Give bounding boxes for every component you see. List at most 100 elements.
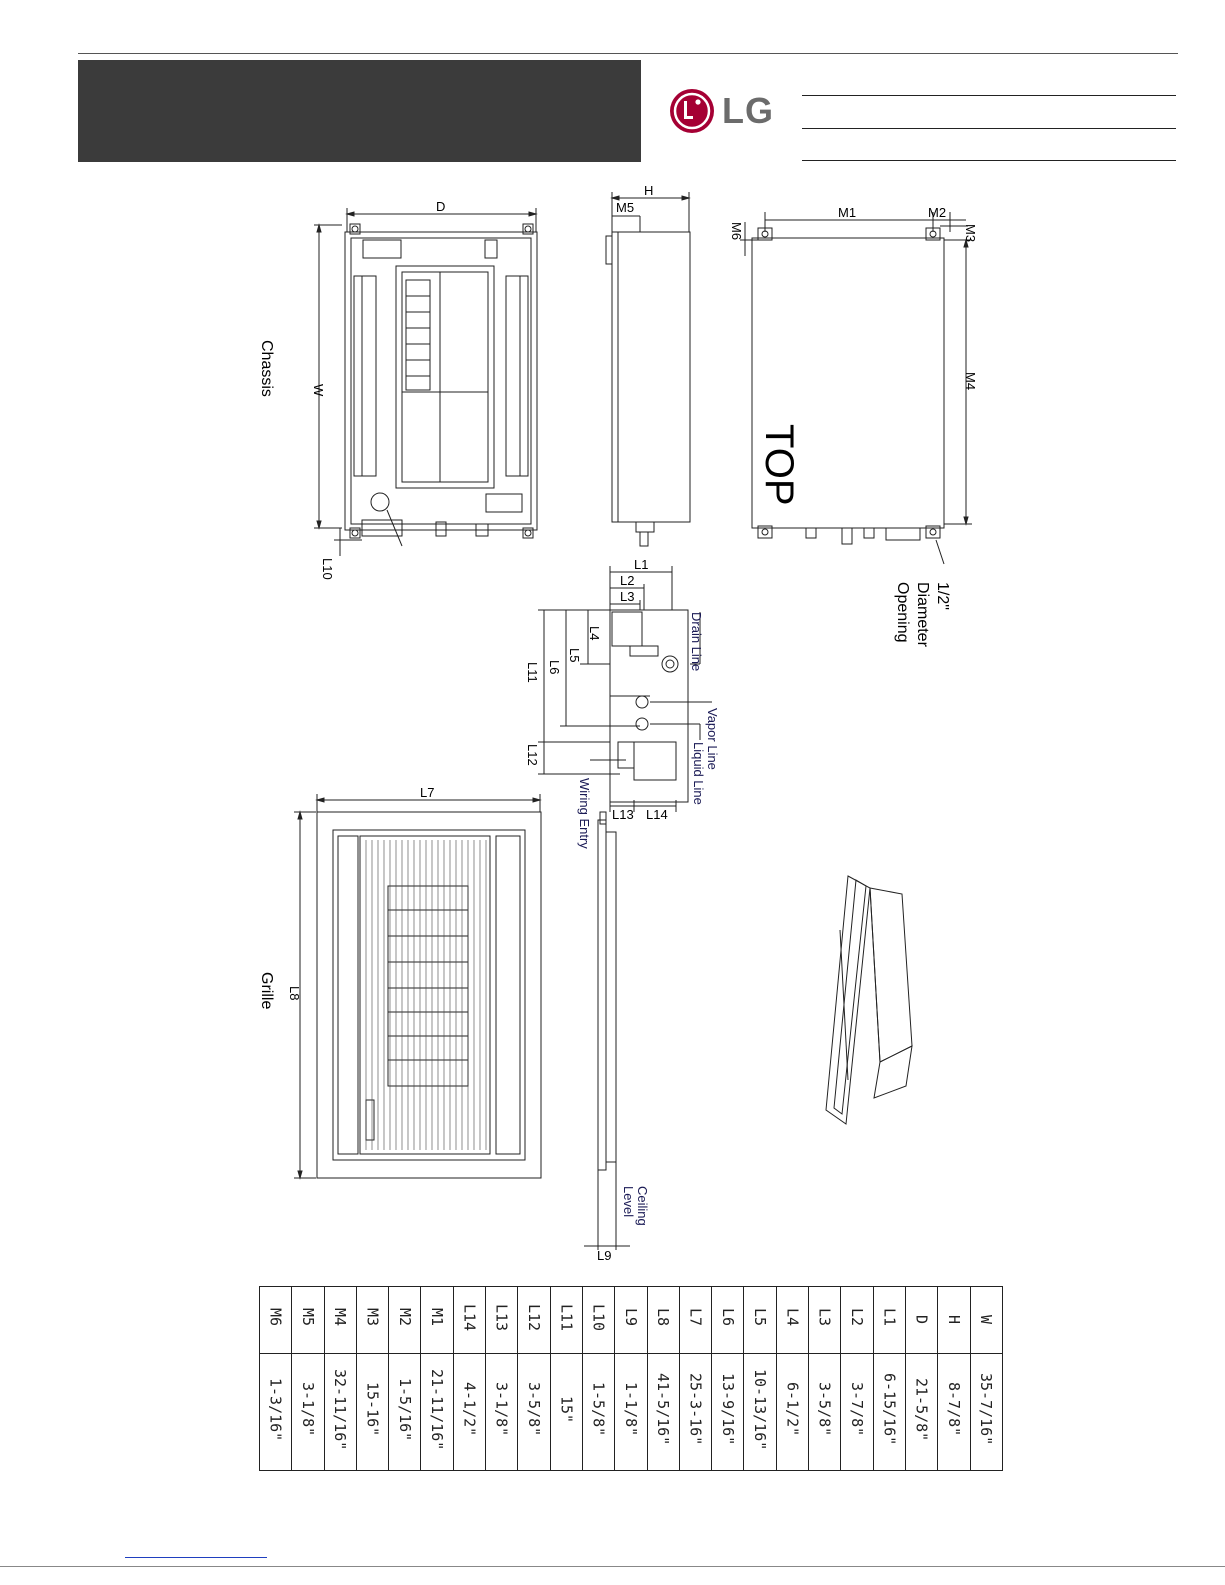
table-cell-key: L6 bbox=[711, 1286, 745, 1354]
table-cell-key: D bbox=[904, 1286, 939, 1354]
table-cell-key: L14 bbox=[452, 1286, 487, 1354]
dimension-key: W bbox=[977, 1314, 996, 1324]
piping-wiring-entry: Wiring Entry bbox=[577, 778, 592, 849]
table-cell-value: 10-13/16" bbox=[743, 1353, 777, 1471]
dim-L8: L8 bbox=[287, 986, 302, 1000]
dimension-key: L6 bbox=[718, 1308, 737, 1327]
dimension-key: L7 bbox=[686, 1308, 705, 1327]
ceiling-line-2: Level bbox=[621, 1186, 636, 1217]
table-cell-key: M4 bbox=[323, 1286, 357, 1354]
dimension-value: 13-9/16" bbox=[718, 1373, 737, 1446]
dimension-value: 1-5/8" bbox=[589, 1382, 608, 1437]
dimension-key: L1 bbox=[880, 1308, 899, 1327]
table-cell-value: 4-1/2" bbox=[452, 1353, 487, 1471]
dimension-value: 21-11/16" bbox=[428, 1368, 447, 1451]
footer-link[interactable] bbox=[125, 1557, 267, 1558]
header-rule bbox=[78, 53, 1178, 54]
dimension-value: 6-15/16" bbox=[880, 1373, 899, 1446]
table-cell-key: M3 bbox=[355, 1286, 390, 1354]
dimension-value: 21-5/8" bbox=[912, 1377, 931, 1442]
dimension-value: 41-5/16" bbox=[654, 1373, 673, 1446]
dimension-value: 3-1/8" bbox=[492, 1382, 511, 1437]
table-cell-key: L2 bbox=[840, 1286, 874, 1354]
dimension-key: L14 bbox=[460, 1303, 479, 1332]
chassis-title: Chassis bbox=[258, 340, 275, 397]
table-cell-value: 21-5/8" bbox=[904, 1353, 939, 1471]
table-cell-value: 35-7/16" bbox=[969, 1353, 1003, 1471]
table-cell-key: W bbox=[969, 1286, 1003, 1354]
dimension-key: L4 bbox=[783, 1308, 802, 1327]
table-cell-key: M6 bbox=[258, 1286, 293, 1354]
dimension-key: M2 bbox=[395, 1308, 414, 1327]
dimension-value: 3-5/8" bbox=[815, 1382, 834, 1437]
table-cell-value: 1-1/8" bbox=[614, 1353, 648, 1471]
dimension-value: 8-7/8" bbox=[944, 1382, 963, 1437]
table-cell-key: L8 bbox=[646, 1286, 680, 1354]
liquid-line-label: Liquid Line bbox=[691, 742, 706, 805]
table-cell-value: 13-9/16" bbox=[711, 1353, 745, 1471]
table-cell-key: L4 bbox=[775, 1286, 810, 1354]
dim-M3: M3 bbox=[963, 224, 978, 242]
table-cell-value: 25-3-16" bbox=[678, 1353, 713, 1471]
dim-M5: M5 bbox=[616, 200, 634, 215]
dimension-value: 1-1/8" bbox=[621, 1382, 640, 1437]
table-cell-key: M1 bbox=[420, 1286, 454, 1354]
table-cell-value: 1-5/16" bbox=[388, 1353, 422, 1471]
dimension-key: H bbox=[944, 1314, 963, 1324]
dimension-key: L3 bbox=[815, 1308, 834, 1327]
table-cell-key: L7 bbox=[678, 1286, 713, 1354]
dimension-value: 10-13/16" bbox=[751, 1368, 770, 1451]
table-cell-value: 6-15/16" bbox=[872, 1353, 906, 1471]
table-cell-value: 15" bbox=[549, 1353, 583, 1471]
dimension-value: 32-11/16" bbox=[331, 1368, 350, 1451]
dim-L13: L13 bbox=[612, 807, 634, 822]
grille-side-view bbox=[584, 811, 630, 1250]
header-line bbox=[802, 128, 1176, 129]
dimension-key: M5 bbox=[298, 1308, 317, 1327]
table-cell-key: L1 bbox=[872, 1286, 906, 1354]
table-cell-key: L10 bbox=[581, 1286, 616, 1354]
dim-L2: L2 bbox=[620, 573, 634, 588]
dimension-value: 15" bbox=[557, 1395, 576, 1424]
grille-title: Grille bbox=[258, 972, 275, 1009]
dim-L3: L3 bbox=[620, 589, 634, 604]
header-line bbox=[802, 160, 1176, 161]
top-marker: TOP bbox=[757, 424, 801, 506]
dim-L4: L4 bbox=[587, 626, 602, 640]
dimension-value: 3-5/8" bbox=[525, 1382, 544, 1437]
dim-M2: M2 bbox=[928, 205, 946, 220]
opening-line-1: 1/2" bbox=[934, 582, 951, 610]
dim-L11: L11 bbox=[525, 662, 540, 683]
dimension-value: 1-3/16" bbox=[266, 1377, 285, 1442]
dimension-key: L2 bbox=[847, 1308, 866, 1327]
table-cell-value: 3-1/8" bbox=[485, 1353, 519, 1471]
technical-drawing: D W Chassis L10 H M5 M1 M2 M3 M4 M6 TOP … bbox=[258, 183, 978, 1263]
dim-L10: L10 bbox=[320, 558, 335, 580]
dimension-key: L5 bbox=[751, 1308, 770, 1327]
table-cell-key: M2 bbox=[388, 1286, 422, 1354]
table-cell-value: 6-1/2" bbox=[775, 1353, 810, 1471]
table-cell-value: 32-11/16" bbox=[323, 1353, 357, 1471]
vapor-line-label: Vapor Line bbox=[705, 708, 720, 770]
table-cell-value: 15-16" bbox=[355, 1353, 390, 1471]
table-cell-key: L9 bbox=[614, 1286, 648, 1354]
dim-L5: L5 bbox=[567, 648, 582, 662]
dimension-value: 25-3-16" bbox=[686, 1373, 705, 1446]
table-cell-value: 1-5/8" bbox=[581, 1353, 616, 1471]
table-cell-value: 1-3/16" bbox=[258, 1353, 293, 1471]
table-cell-value: 3-7/8" bbox=[840, 1353, 874, 1471]
dimension-key: D bbox=[912, 1314, 931, 1324]
dimension-key: L10 bbox=[589, 1303, 608, 1332]
lg-logo: LG bbox=[668, 87, 778, 135]
dim-L1: L1 bbox=[634, 557, 648, 572]
dimension-key: M1 bbox=[428, 1308, 447, 1327]
dimension-key: M4 bbox=[331, 1308, 350, 1327]
side-view bbox=[605, 192, 691, 547]
opening-line-2: Diameter bbox=[914, 582, 931, 648]
header-line bbox=[802, 95, 1176, 96]
dimension-key: M3 bbox=[363, 1308, 382, 1327]
dim-M1: M1 bbox=[838, 205, 856, 220]
dimension-value: 35-7/16" bbox=[977, 1373, 996, 1446]
dimension-value: 3-7/8" bbox=[847, 1382, 866, 1437]
